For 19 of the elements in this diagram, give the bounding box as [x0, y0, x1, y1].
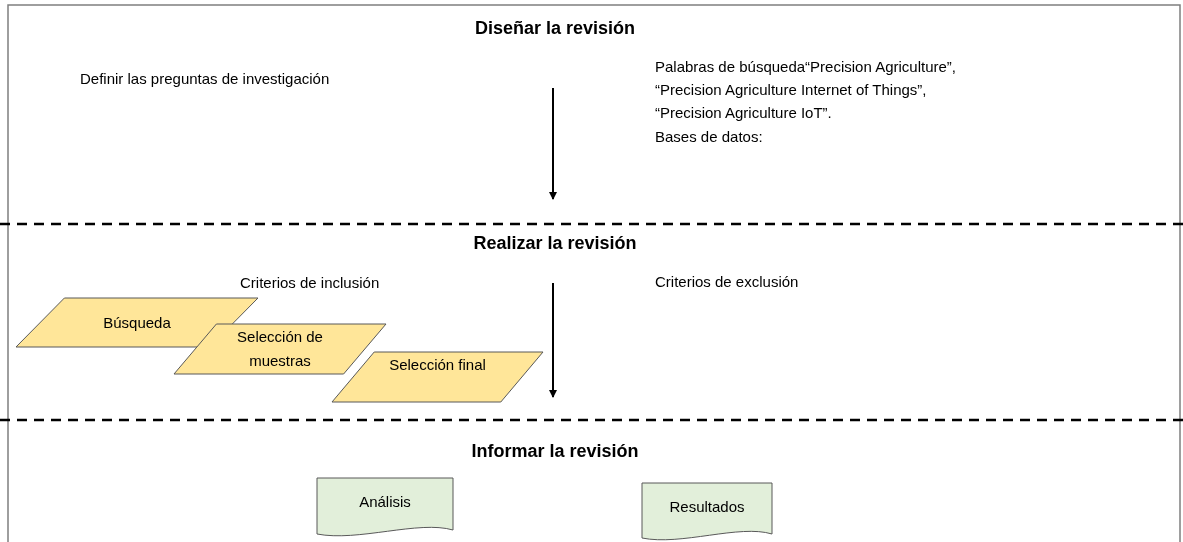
node-text: Análisis — [358, 492, 412, 512]
section-heading: Realizar la revisión — [473, 233, 637, 254]
document-shape — [642, 483, 772, 542]
node-text: Búsqueda — [102, 312, 172, 333]
node-text: Resultados — [668, 496, 746, 517]
document-shape — [317, 478, 453, 538]
data-parallelogram — [174, 324, 386, 374]
section-heading: Diseñar la revisión — [474, 18, 636, 39]
data-parallelogram — [332, 352, 543, 402]
node-text: Selección final — [388, 355, 487, 375]
criteria-text: Criterios de inclusión — [240, 274, 380, 291]
section-heading: Informar la revisión — [471, 441, 639, 462]
step-text: Definir las preguntas de investigación — [80, 70, 330, 87]
search-terms-text: Bases de datos: — [655, 128, 763, 145]
criteria-text: Criterios de exclusión — [655, 273, 799, 290]
search-terms-text: “Precision Agriculture IoT”. — [655, 104, 832, 121]
search-terms-text: “Precision Agriculture Internet of Things”, — [655, 81, 927, 98]
node-text: Selección de muestras — [236, 327, 324, 371]
search-terms-text: Palabras de búsqueda“Precision Agriculture”, — [655, 58, 956, 75]
